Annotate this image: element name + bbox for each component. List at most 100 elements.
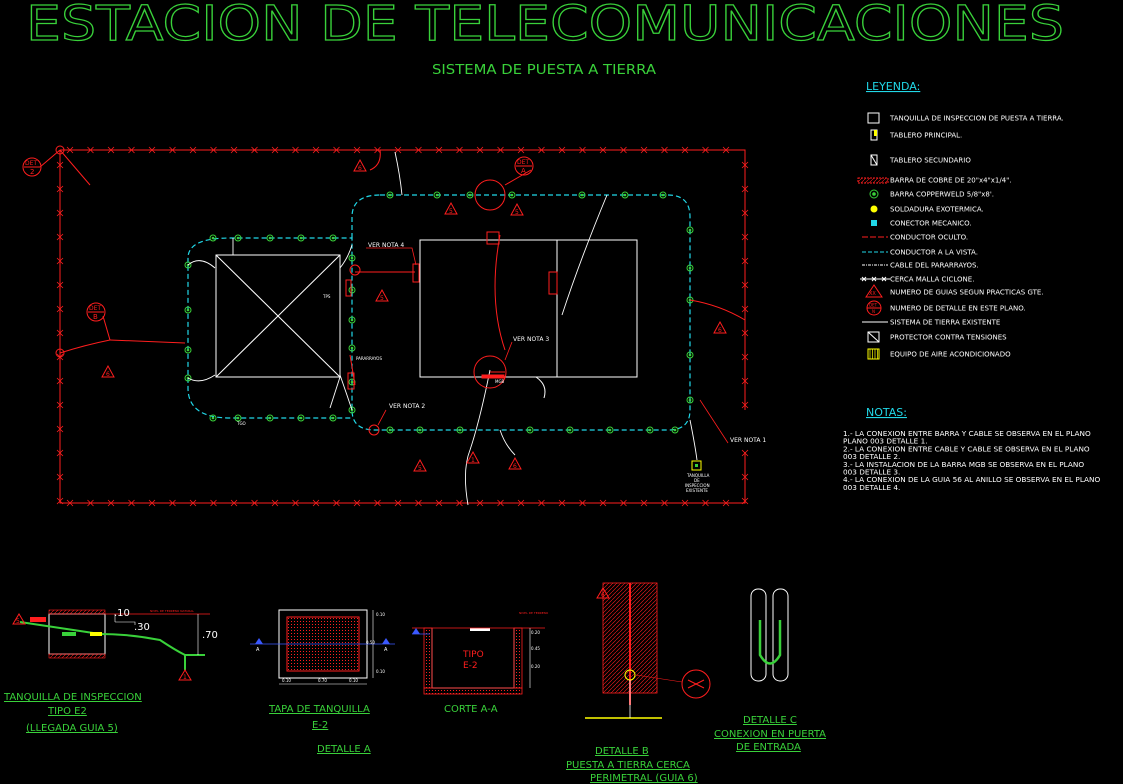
- detail-tapa-tanquilla: A A 0.10 0.70 0.10 0.10 0.50 0.10 TAPA D…: [250, 609, 395, 731]
- fence-x-mark: [517, 146, 525, 154]
- fence-x-mark: [56, 497, 64, 505]
- tapa-caption-2: E-2: [312, 720, 328, 731]
- fence-x-mark: [66, 146, 74, 154]
- fence-x-mark: [456, 146, 463, 154]
- legend-label: BARRA DE COBRE DE 20"x4"x1/4".: [890, 177, 1012, 185]
- detail-b-caption-3: PERIMETRAL (GUIA 6): [590, 773, 698, 784]
- fence-x-mark: [435, 499, 443, 507]
- fence-x-mark: [640, 146, 648, 154]
- fence-x-mark: [497, 499, 504, 507]
- legend-label: CONECTOR MECANICO.: [890, 220, 972, 228]
- perimeter-fence: [56, 146, 749, 507]
- corte-dim-1: 0.45: [531, 646, 540, 651]
- fence-x-mark: [251, 499, 258, 507]
- fence-x-mark: [251, 146, 258, 154]
- det-b-label-top: DET: [89, 305, 101, 312]
- copperweld-rods: [184, 191, 694, 434]
- detail-c-caption-3: DE ENTRADA: [736, 742, 801, 753]
- copperweld-rod: [329, 234, 337, 242]
- tapa-dim-6: 0.10: [376, 669, 385, 674]
- fence-x-mark: [333, 499, 340, 507]
- mechanical-connector-icon: [871, 220, 877, 226]
- note-line: 003 DETALLE 3.: [843, 468, 900, 477]
- copperweld-rod: [386, 191, 394, 199]
- fence-x-mark: [353, 499, 361, 507]
- corte-label-1: TIPO: [462, 650, 484, 660]
- tapa-dim-2: 0.70: [318, 678, 327, 683]
- fence-x-mark: [599, 499, 607, 507]
- fence-x-mark: [128, 499, 135, 507]
- e2-dim-10: .10: [114, 608, 130, 619]
- fence-x-mark: [538, 146, 545, 154]
- tanquilla-note-line-3: INSPECCION: [685, 483, 710, 488]
- square-box-icon: [867, 112, 880, 124]
- guide-number-icon: XX: [865, 284, 883, 298]
- copperweld-rod-icon: [869, 189, 879, 199]
- fence-x-mark: [722, 146, 730, 154]
- legend-label: EQUIPO DE AIRE ACONDICIONADO: [890, 351, 1011, 359]
- fence-x-mark: [292, 146, 299, 154]
- detail-c-caption-2: CONEXION EN PUERTA: [714, 729, 826, 740]
- det-b-label-bottom: B: [93, 313, 98, 321]
- panels-and-busbars: [345, 231, 558, 390]
- copperweld-rod: [266, 234, 274, 242]
- guide-number-text: 6: [718, 327, 722, 334]
- tower-base: [215, 254, 341, 378]
- fence-x-mark: [189, 499, 197, 507]
- copperweld-rod: [646, 426, 654, 434]
- legend-label: CONDUCTOR OCULTO.: [890, 234, 968, 242]
- fence-x-mark: [56, 233, 64, 241]
- fence-x-mark: [640, 499, 648, 507]
- legend-label: PROTECTOR CONTRA TENSIONES: [890, 334, 1007, 342]
- fence-x-mark: [189, 146, 197, 154]
- copperweld-rod: [329, 414, 337, 422]
- fence-x-mark: [292, 499, 299, 507]
- tgo-label: TGO: [236, 421, 246, 426]
- fence-x-mark: [56, 425, 64, 433]
- copperweld-rod: [466, 191, 474, 199]
- det-a-label-bottom: A: [521, 167, 526, 175]
- guide-number-text: 6: [106, 371, 110, 378]
- note-line: 003 DETALLE 2.: [843, 452, 900, 461]
- fence-x-mark: [271, 499, 279, 507]
- det-2-label-top: DET: [25, 160, 37, 167]
- page-title: ESTACION DE TELECOMUNICACIONES: [26, 0, 1064, 52]
- fence-x-mark: [333, 146, 340, 154]
- copperweld-rod: [348, 254, 356, 262]
- ver-nota-2-label: VER NOTA 2: [389, 403, 425, 410]
- corte-label-2: E-2: [463, 661, 478, 671]
- copperweld-rod: [348, 344, 356, 352]
- det-b-bubble: [86, 302, 106, 322]
- guide-number-marker: 5: [413, 458, 427, 472]
- fence-x-mark: [741, 209, 749, 217]
- fence-x-mark: [148, 499, 156, 507]
- tapa-section-a-right: A: [384, 647, 388, 653]
- legend-label: CABLE DEL PARARRAYOS.: [890, 262, 979, 270]
- fence-x-mark: [741, 449, 749, 457]
- fence-x-mark: [741, 233, 749, 241]
- copperweld-rod: [297, 414, 305, 422]
- e2-dim-70: .70: [202, 630, 218, 641]
- fence-x-mark: [148, 146, 156, 154]
- copperweld-rod: [578, 191, 586, 199]
- detail-callouts: [22, 145, 534, 436]
- copperweld-rod: [386, 426, 394, 434]
- guide-number-text: 5: [449, 208, 453, 215]
- e2-caption-3: (LLEGADA GUIA 5): [26, 723, 118, 734]
- fence-x-mark: [702, 499, 709, 507]
- fence-x-mark: [394, 146, 402, 154]
- guide-number-marker: 5: [444, 201, 458, 215]
- fence-x-mark: [56, 449, 64, 457]
- tapa-dim-1: 0.10: [282, 678, 291, 683]
- fence-x-mark: [56, 209, 64, 217]
- fence-x-mark: [681, 146, 689, 154]
- guide-number-text: 6: [358, 165, 362, 172]
- legend-label: CERCA MALLA CICLONE.: [890, 276, 974, 284]
- copperweld-rod: [508, 191, 516, 199]
- fence-x-mark: [620, 499, 627, 507]
- fence-x-mark: [353, 146, 361, 154]
- fence-x-mark: [722, 499, 730, 507]
